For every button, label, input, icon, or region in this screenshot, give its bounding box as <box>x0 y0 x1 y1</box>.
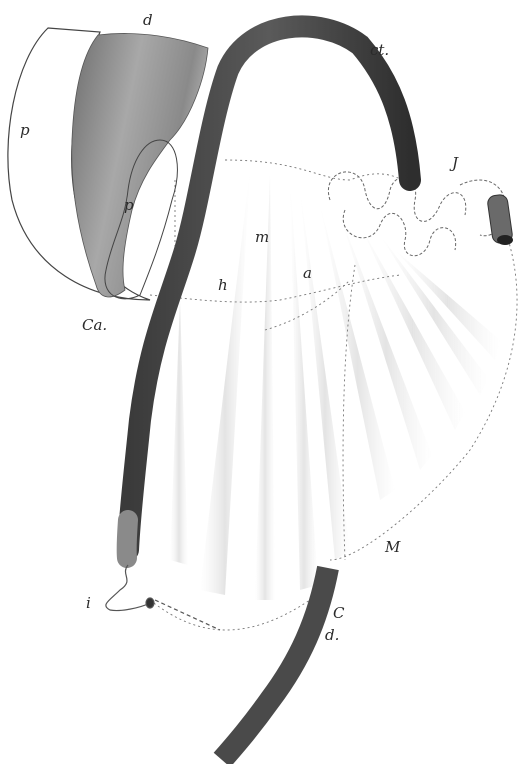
label-m: m <box>255 228 269 246</box>
rectum-tube <box>222 568 328 760</box>
label-d-bottom: d. <box>325 626 339 644</box>
label-ct: ct. <box>370 41 389 59</box>
label-Ca: Ca. <box>82 316 107 334</box>
label-C: C <box>333 604 345 622</box>
label-a: a <box>303 264 312 282</box>
label-h: h <box>218 276 228 294</box>
label-p-outer: p <box>20 121 30 139</box>
label-J: J <box>449 154 459 172</box>
label-M: M <box>384 538 401 556</box>
label-i: i <box>86 594 91 612</box>
label-d-top: d <box>143 11 153 29</box>
label-p-inner: p <box>124 196 134 214</box>
mesentery-fan <box>170 170 500 600</box>
cut-intestine-end <box>487 194 513 245</box>
colon-tube-lower <box>127 520 128 558</box>
